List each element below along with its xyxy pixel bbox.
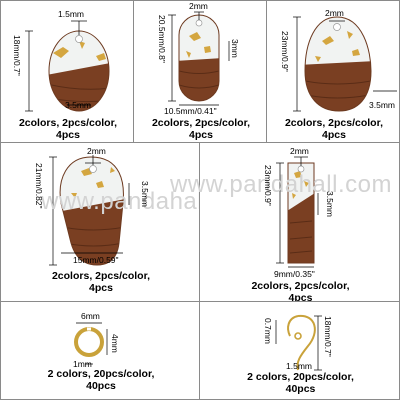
item-caption: 2colors, 2pcs/color, 4pcs (1, 270, 201, 294)
caption-line-1: 2colors, 2pcs/color, (151, 117, 251, 129)
height-dimension: 21mm/0.82" (34, 163, 44, 209)
caption-line-2: 4pcs (89, 281, 113, 294)
loop-dimension: 1.5mm (286, 361, 312, 371)
pendant-oval-image (25, 20, 110, 112)
caption-line-1: 2 colors, 20pcs/color, (247, 371, 354, 383)
product-cell-5: www.pandahall.com 2mm 23mm/0.9" 3.5mm 9m… (170, 142, 400, 304)
height-dimension: 18mm/0.7" (323, 316, 333, 357)
height-dimension: 20.5mm/0.8" (157, 15, 167, 63)
thickness-dimension: 3.5mm (325, 191, 335, 217)
caption-line-1: 2colors, 2pcs/color, (18, 117, 118, 129)
width-dimension: 10.5mm/0.41" (164, 106, 217, 116)
pendant-teardrop-image (293, 16, 397, 112)
hole-dimension: 2mm (325, 8, 344, 18)
caption-line-1: 2colors, 2pcs/color, (284, 117, 384, 129)
inner-diameter-dimension: 4mm (110, 334, 120, 353)
item-caption: 2colors, 2pcs/color, 4pcs (200, 280, 400, 304)
height-dimension: 18mm/0.7" (12, 35, 22, 76)
thickness-dimension: 3mm (230, 39, 240, 58)
pendant-shield-image (49, 155, 130, 266)
item-caption: 2colors, 2pcs/color, 4pcs (1, 117, 135, 141)
caption-line-2: 40pcs (285, 382, 316, 395)
wire-thickness-dimension: 1mm (73, 359, 92, 369)
product-cell-2: 2mm 20.5mm/0.8" 3mm 10.5mm/0.41" 2colors… (133, 0, 267, 143)
product-cell-6: 6mm 4mm 1mm 2 colors, 20pcs/color, 40pcs (0, 301, 200, 400)
height-dimension: 23mm/0.9" (263, 165, 273, 206)
item-caption: 2colors, 2pcs/color, 4pcs (134, 117, 268, 141)
thickness-dimension: 3.5mm (140, 181, 150, 207)
product-cell-1: 1.5mm 18mm/0.7" 3.5mm 2colors, 2pcs/colo… (0, 0, 134, 143)
caption-line-1: 2colors, 2pcs/color, (51, 270, 151, 282)
pendant-rect-rounded-image (168, 11, 230, 106)
width-dimension: 9mm/0.35" (274, 269, 315, 279)
caption-line-2: 4pcs (189, 128, 213, 141)
wire-thickness-dimension: 0.7mm (263, 318, 273, 344)
item-caption: 2colors, 2pcs/color, 4pcs (267, 117, 400, 141)
product-cell-4: www.pandahall.com 2mm 21mm/0.82" 3.5mm 1… (0, 142, 262, 302)
caption-line-2: 4pcs (56, 128, 80, 141)
thickness-dimension: 3.5mm (369, 100, 395, 110)
watermark: www.pandahall.com (170, 171, 392, 198)
item-caption: 2 colors, 20pcs/color, 40pcs (1, 368, 201, 392)
hole-dimension: 2mm (290, 146, 309, 156)
caption-line-2: 4pcs (322, 128, 346, 141)
jump-ring-image (74, 322, 108, 365)
thickness-dimension: 3.5mm (65, 100, 91, 110)
caption-line-2: 4pcs (288, 291, 313, 304)
caption-line-2: 40pcs (86, 379, 116, 392)
hole-dimension: 1.5mm (58, 9, 84, 19)
item-caption: 2 colors, 20pcs/color, 40pcs (200, 371, 400, 395)
product-cell-7: 0.7mm 18mm/0.7" 1.5mm 2 colors, 20pcs/co… (199, 301, 400, 400)
outer-diameter-dimension: 6mm (81, 311, 100, 321)
pendant-bar-image (276, 156, 319, 268)
caption-line-1: 2colors, 2pcs/color, (251, 280, 350, 292)
height-dimension: 23mm/0.9" (280, 31, 290, 72)
caption-line-1: 2 colors, 20pcs/color, (47, 368, 155, 380)
earring-hook-image (275, 314, 322, 371)
width-dimension: 15mm/0.59" (73, 255, 119, 265)
hole-dimension: 2mm (189, 1, 208, 11)
product-cell-3: 2mm 23mm/0.9" 3.5mm 2colors, 2pcs/color,… (266, 0, 400, 143)
hole-dimension: 2mm (87, 146, 106, 156)
